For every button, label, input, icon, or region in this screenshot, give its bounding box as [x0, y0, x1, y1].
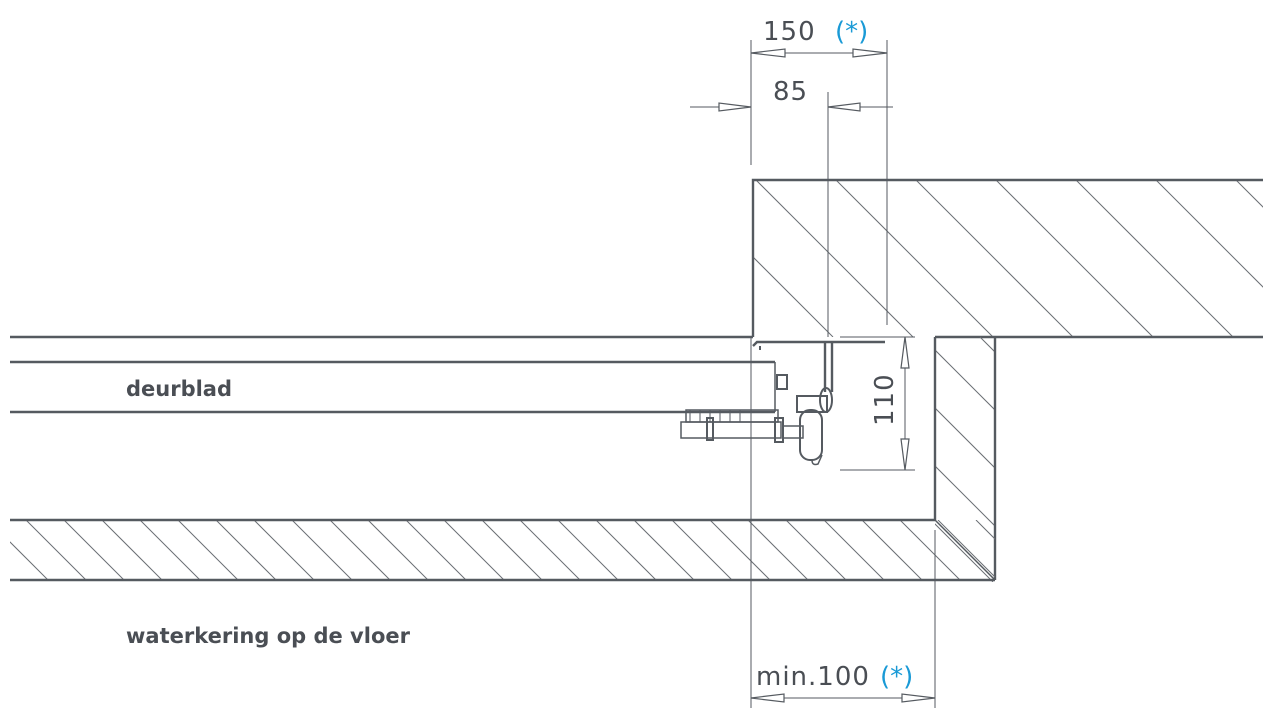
dimension-min100: min.100 (*) — [756, 662, 913, 692]
side-wall — [933, 337, 997, 582]
ceiling-slab — [751, 178, 1263, 339]
door-leaf — [10, 335, 776, 414]
dimension-85-value: 85 — [773, 77, 808, 107]
roller-mechanism — [680, 340, 885, 466]
dimension-150-value: 150 — [763, 17, 816, 47]
dimension-150: 150 (*) — [763, 17, 868, 47]
label-waterkering: waterkering op de vloer — [126, 624, 411, 648]
dimension-110-value: 110 — [870, 373, 900, 426]
dimension-min100-value: min.100 — [756, 662, 870, 692]
label-deurblad: deurblad — [126, 377, 232, 401]
dimension-min100-note-marker: (*) — [880, 662, 913, 692]
dimension-150-note-marker: (*) — [835, 17, 868, 47]
floor-seal-strip — [10, 518, 995, 582]
dimension-lines — [690, 40, 936, 708]
